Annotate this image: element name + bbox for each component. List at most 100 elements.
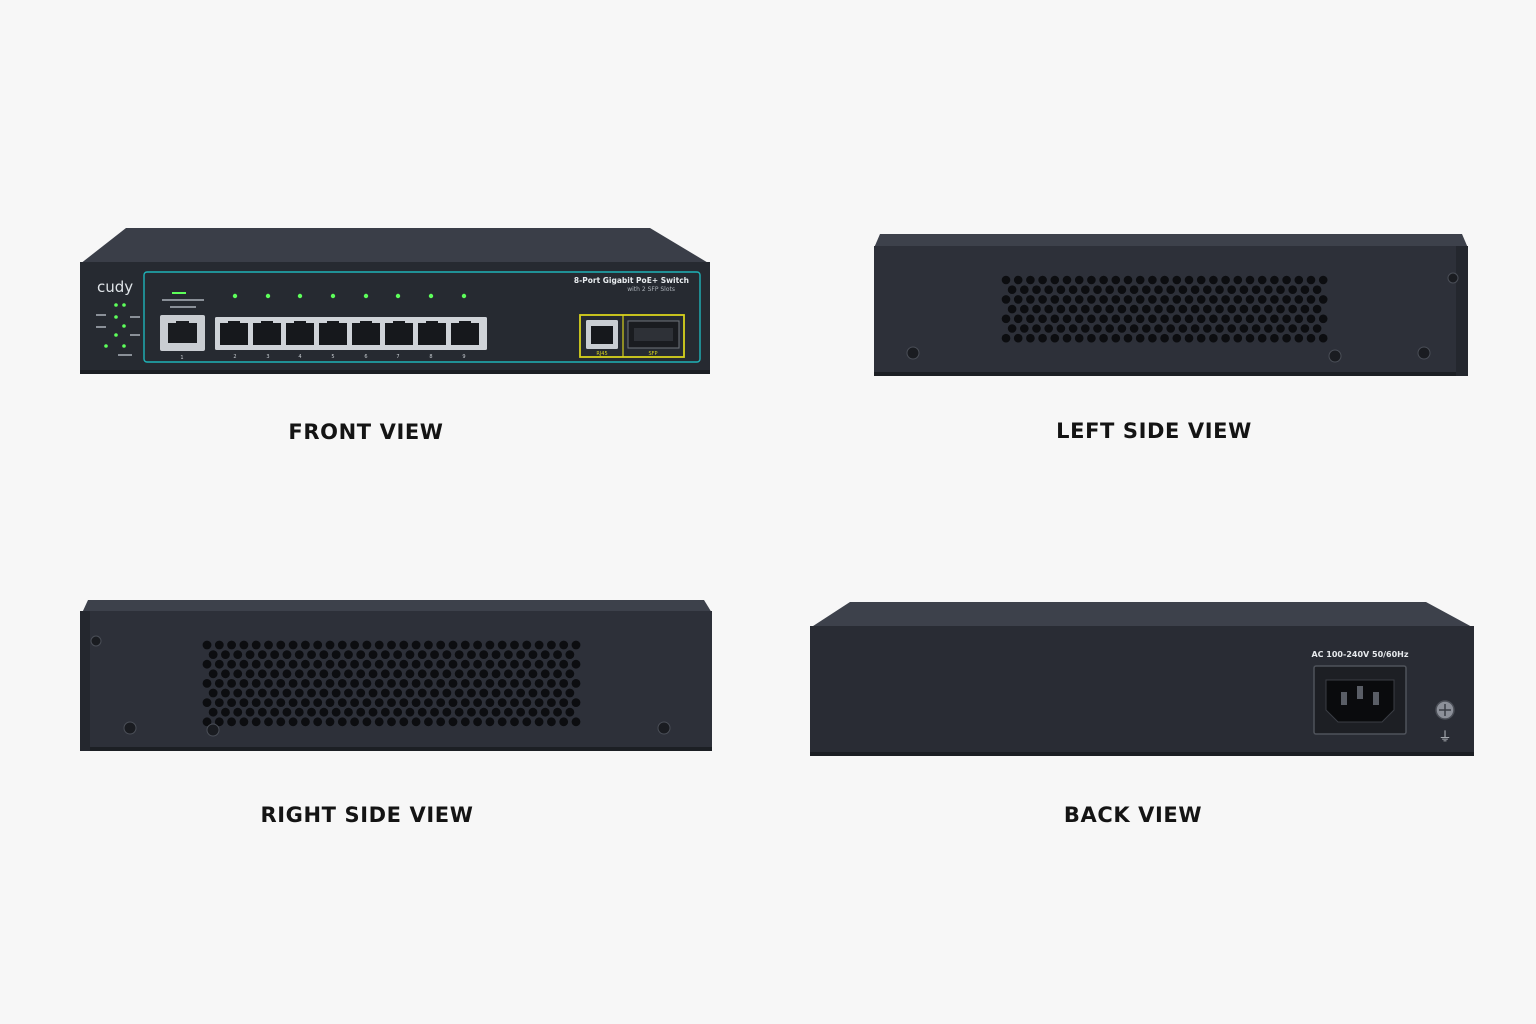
- vent-hole: [350, 679, 359, 688]
- vent-hole: [491, 707, 501, 717]
- vent-hole: [294, 688, 304, 698]
- vent-hole: [1026, 275, 1035, 285]
- vent-hole: [1050, 275, 1060, 285]
- vent-hole: [214, 698, 224, 707]
- vent-hole: [1135, 314, 1145, 324]
- vent-hole: [214, 679, 224, 688]
- rj45-port[interactable]: [319, 323, 347, 345]
- vent-hole: [1257, 295, 1267, 304]
- vent-hole: [233, 669, 243, 679]
- vent-hole: [1270, 314, 1279, 324]
- vent-hole: [1251, 285, 1261, 294]
- front-view-caption: FRONT VIEW: [288, 420, 444, 444]
- vent-hole: [294, 669, 304, 679]
- vent-hole: [1007, 304, 1017, 314]
- vent-hole: [1111, 295, 1121, 304]
- vent-hole: [214, 640, 224, 650]
- vent-hole: [424, 659, 433, 669]
- vent-hole: [473, 659, 482, 669]
- vent-hole: [221, 650, 230, 659]
- vent-hole: [510, 679, 519, 688]
- vent-hole: [540, 669, 550, 679]
- vent-hole: [454, 650, 464, 659]
- vent-hole: [1178, 304, 1188, 314]
- vent-hole: [1196, 314, 1206, 324]
- vent-hole: [1227, 304, 1236, 314]
- vent-hole: [1300, 324, 1310, 333]
- vent-hole: [1300, 285, 1310, 294]
- vent-hole: [559, 659, 569, 669]
- vent-hole: [1123, 295, 1133, 304]
- rj45-port[interactable]: [220, 323, 248, 345]
- rj45-port[interactable]: [253, 323, 281, 345]
- console-port[interactable]: 1: [160, 315, 205, 361]
- vent-hole: [503, 650, 513, 659]
- vent-hole: [356, 650, 366, 659]
- vent-hole: [288, 659, 298, 669]
- back-view-caption: BACK VIEW: [1063, 803, 1203, 827]
- chassis-top: [82, 600, 712, 613]
- vent-hole: [1026, 333, 1035, 343]
- vent-hole: [331, 669, 341, 679]
- vent-hole: [1306, 295, 1316, 304]
- vent-hole: [430, 650, 439, 659]
- power-inlet[interactable]: [1313, 665, 1407, 735]
- vent-hole: [534, 659, 544, 669]
- vent-hole: [424, 679, 433, 688]
- vent-hole: [454, 707, 464, 717]
- vent-hole: [1184, 333, 1194, 343]
- rj45-port[interactable]: [385, 323, 413, 345]
- vent-hole: [319, 688, 329, 698]
- vent-hole: [405, 650, 415, 659]
- vent-hole: [1282, 314, 1291, 324]
- chassis-top: [874, 234, 1468, 248]
- vent-hole: [454, 688, 464, 698]
- vent-hole: [497, 679, 507, 688]
- vent-hole: [1233, 333, 1243, 343]
- vent-hole: [460, 659, 470, 669]
- vent-hole: [1215, 304, 1224, 314]
- vent-hole: [479, 650, 489, 659]
- vent-hole: [1117, 304, 1127, 314]
- console-port-number: 1: [180, 355, 183, 361]
- vent-hole: [1050, 314, 1060, 324]
- vent-hole: [479, 669, 489, 679]
- vent-hole: [1245, 295, 1255, 304]
- vent-hole: [319, 650, 329, 659]
- vent-hole: [1270, 333, 1279, 343]
- vent-hole: [233, 650, 243, 659]
- vent-hole: [374, 640, 384, 650]
- vent-hole: [1257, 275, 1267, 285]
- vent-hole: [1020, 285, 1029, 294]
- vent-hole: [264, 640, 273, 650]
- vent-hole: [497, 717, 507, 727]
- vent-hole: [337, 717, 347, 727]
- vent-hole: [202, 659, 212, 669]
- vent-hole: [547, 679, 556, 688]
- vent-hole: [313, 659, 323, 669]
- vent-hole: [368, 688, 378, 698]
- rj45-port[interactable]: [352, 323, 380, 345]
- vent-hole: [424, 698, 433, 707]
- vent-hole: [1062, 295, 1072, 304]
- vent-hole: [510, 717, 519, 727]
- vent-hole: [1099, 314, 1108, 324]
- vent-hole: [1001, 295, 1011, 304]
- vent-hole: [1105, 304, 1114, 314]
- vent-hole: [251, 640, 261, 650]
- vent-hole: [547, 659, 556, 669]
- vent-hole: [424, 640, 433, 650]
- power-rating-label: AC 100-240V 50/60Hz: [1311, 650, 1408, 659]
- vent-hole: [1209, 295, 1218, 304]
- port-number-labels: 2 3 4 5 6 7 8 9: [233, 354, 465, 360]
- left-side-view-image: [874, 234, 1468, 376]
- rj45-port[interactable]: [451, 323, 479, 345]
- vent-hole: [356, 669, 366, 679]
- rj45-port[interactable]: [286, 323, 314, 345]
- port-number: 4: [298, 354, 301, 360]
- vent-hole: [1001, 275, 1011, 285]
- rj45-port[interactable]: [418, 323, 446, 345]
- vent-hole: [565, 688, 575, 698]
- vent-hole: [571, 679, 581, 688]
- vent-hole: [239, 717, 249, 727]
